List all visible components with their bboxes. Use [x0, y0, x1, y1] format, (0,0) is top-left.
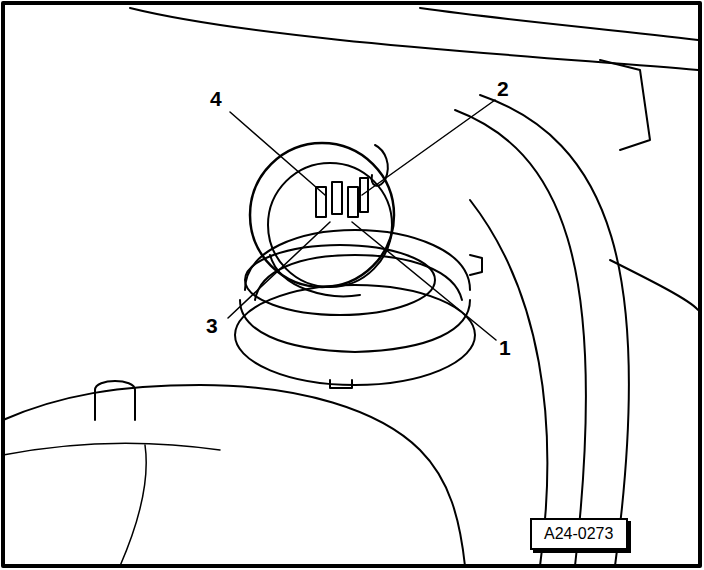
hose	[470, 200, 547, 566]
body-edge	[130, 8, 698, 70]
leader-line	[230, 112, 325, 195]
sensor-base	[235, 285, 475, 385]
sensor-tab	[330, 380, 352, 388]
callout-number: 2	[497, 78, 509, 99]
connector-pin	[348, 187, 358, 217]
leader-line	[362, 100, 495, 195]
sensor-ring	[245, 245, 435, 315]
reservoir-cap	[95, 381, 135, 420]
body-edge	[420, 8, 698, 40]
frame	[3, 3, 700, 566]
callout-number: 4	[210, 88, 222, 109]
sensor-hex	[240, 300, 470, 352]
leader-line	[228, 222, 330, 318]
figure-code-box: A24-0273	[530, 518, 628, 550]
connector-pin	[360, 178, 368, 212]
connector-housing	[268, 163, 392, 287]
bracket	[600, 60, 650, 150]
callout-number: 3	[206, 315, 218, 336]
hose	[610, 260, 698, 310]
connector-housing	[270, 255, 360, 296]
reservoir-edge	[3, 443, 220, 455]
leader-line	[352, 222, 496, 340]
connector-pin	[332, 182, 342, 214]
reservoir	[3, 385, 465, 566]
connector-housing	[250, 143, 394, 287]
connector-latch	[372, 145, 388, 186]
callout-number: 1	[499, 337, 511, 358]
figure-code: A24-0273	[544, 525, 614, 543]
sensor-tab	[470, 255, 482, 275]
reservoir-edge	[120, 445, 146, 566]
hose	[480, 95, 629, 566]
